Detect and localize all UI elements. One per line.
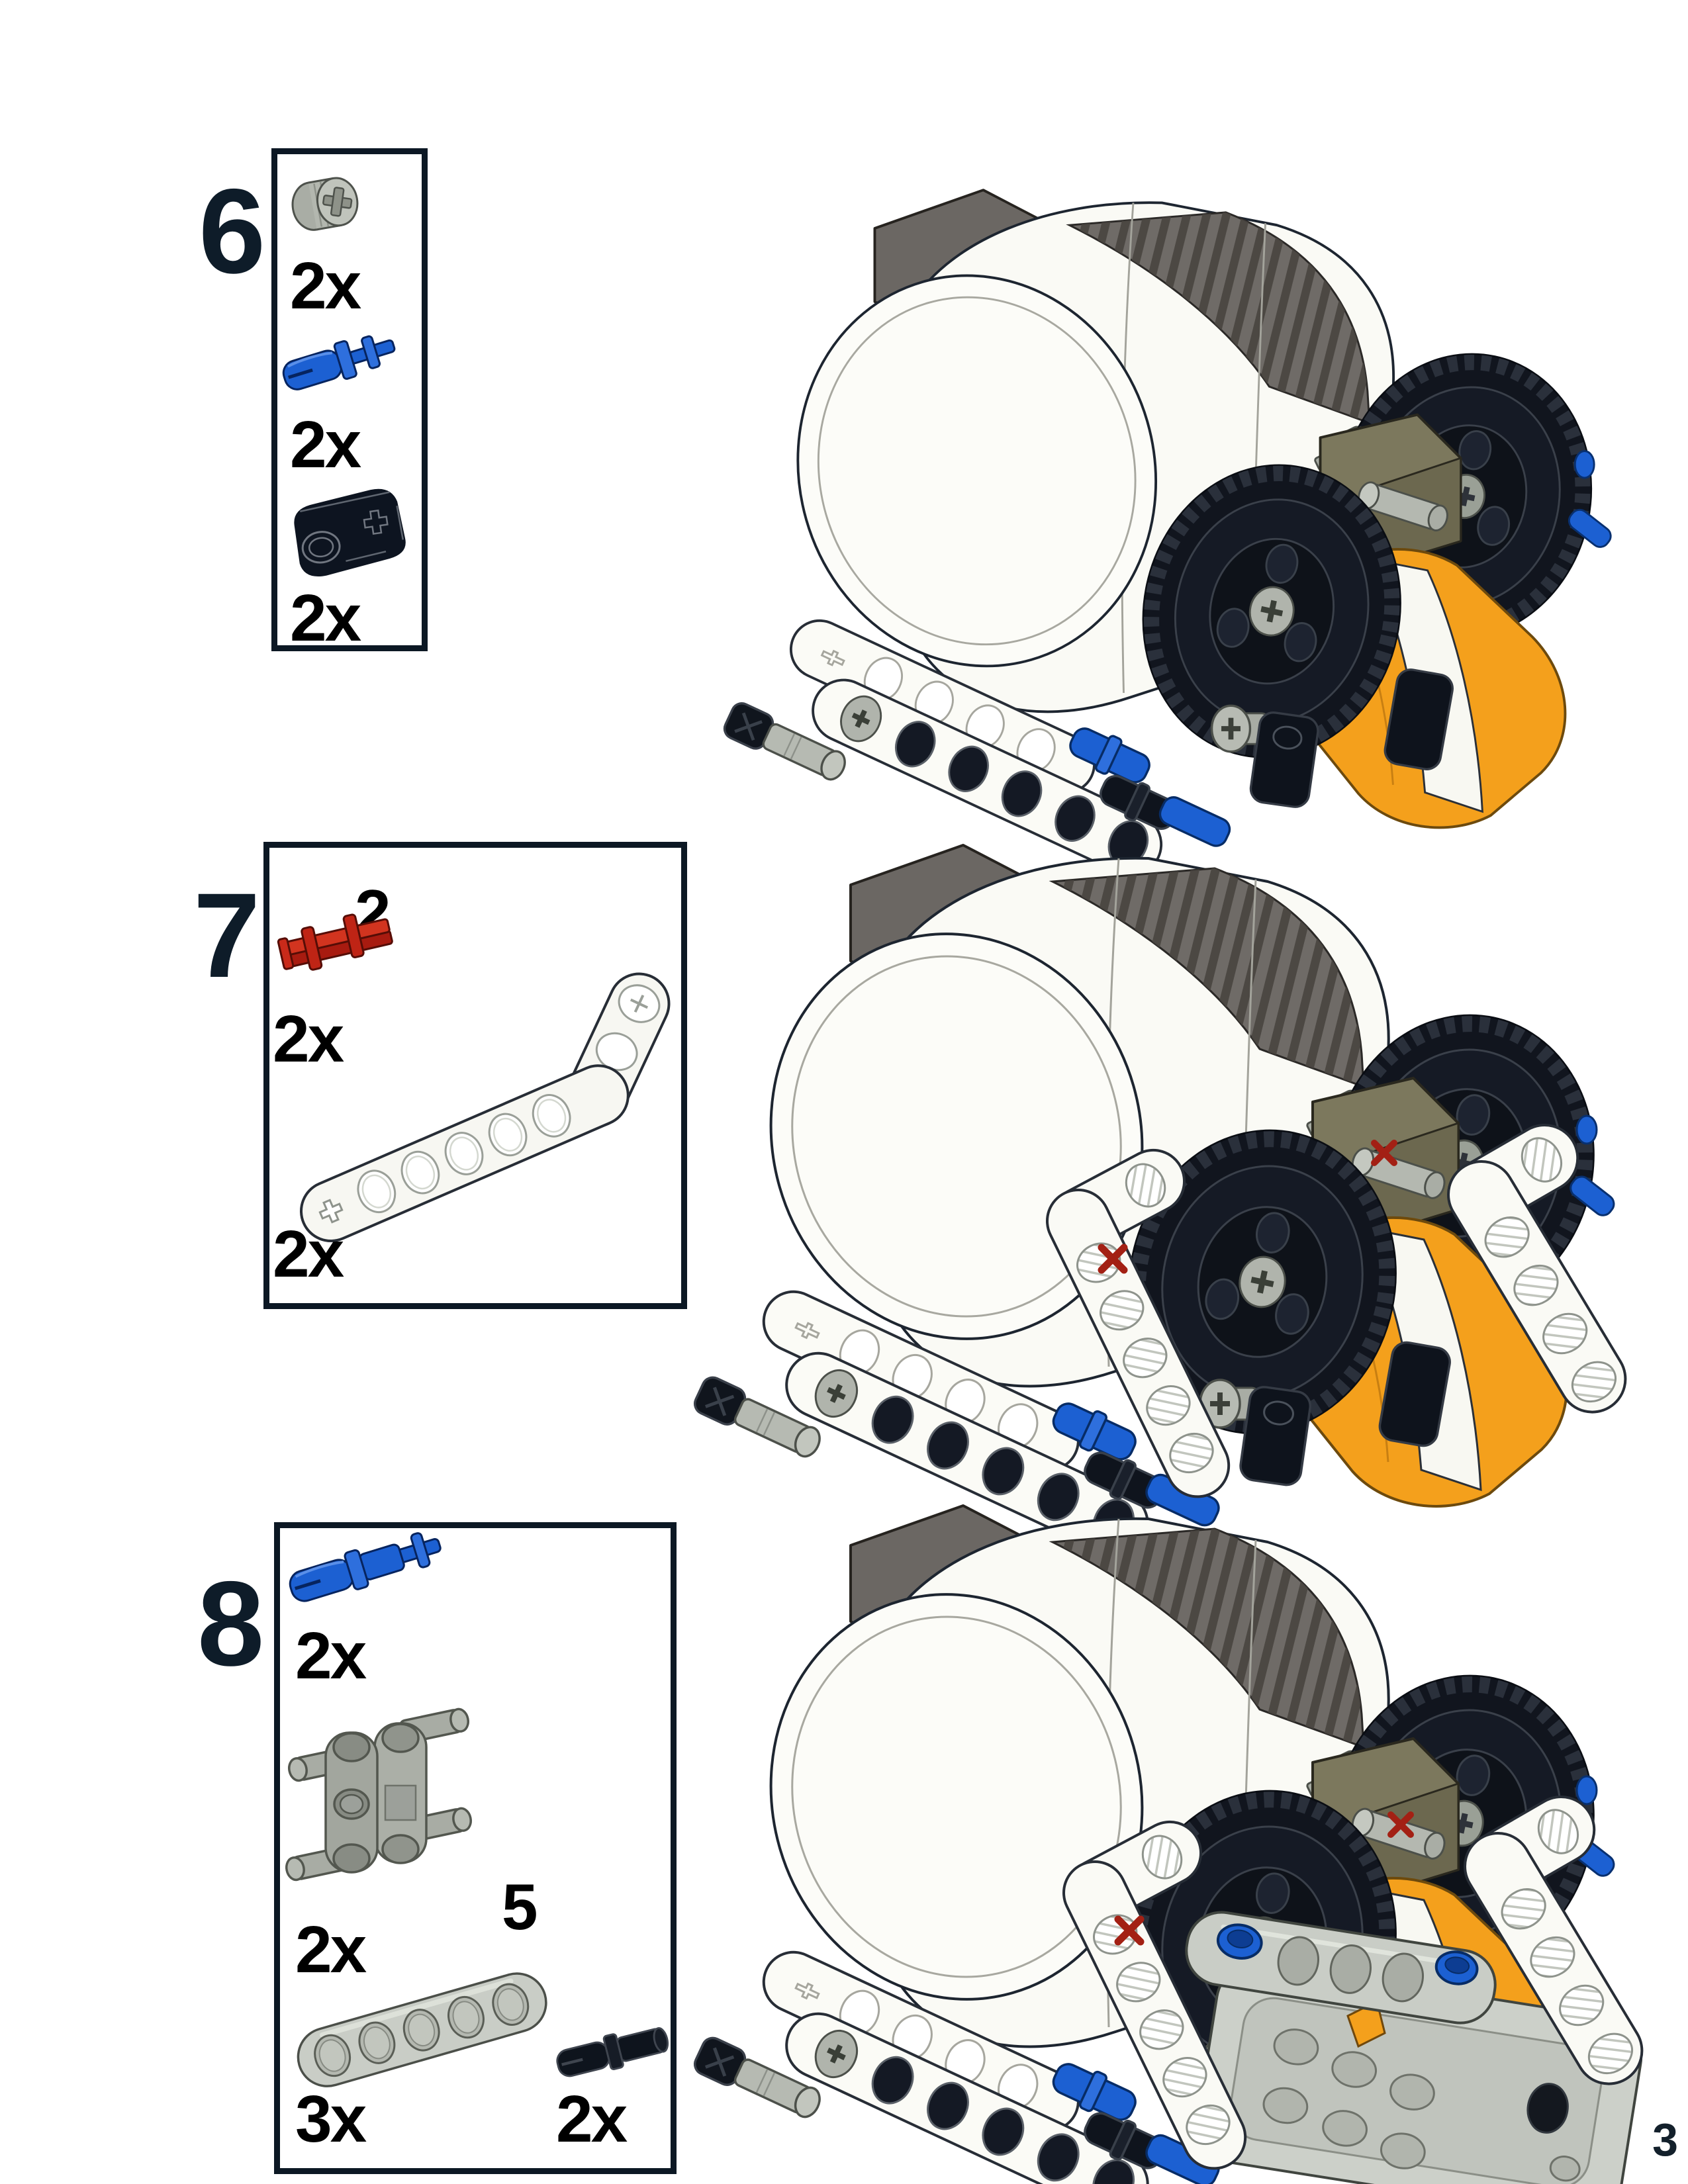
step-7-number: 7: [193, 868, 260, 1003]
black-cross-block-part: [294, 488, 406, 576]
part-count: 3x: [295, 2082, 367, 2156]
half-bushing-part: [291, 177, 359, 231]
gray-beam-5-part: [297, 1972, 547, 2087]
part-count: 2x: [290, 581, 361, 655]
assembly-render-step-7: [675, 850, 1648, 1512]
part-count: 2x: [290, 249, 361, 323]
red-axle-part: [277, 913, 393, 971]
pin-beam: [1185, 1911, 1497, 2025]
step-6-number: 6: [199, 163, 265, 298]
beam-length-label: 5: [502, 1870, 538, 1943]
assembly-render-step-6: [722, 152, 1615, 841]
step-8-number: 8: [197, 1556, 264, 1691]
part-count: 2x: [556, 2082, 628, 2156]
part-count: 2x: [295, 1619, 367, 1693]
page-number: 3: [1652, 2114, 1678, 2165]
part-count: 2x: [273, 1002, 344, 1076]
assembly-render-step-8: [682, 1516, 1675, 2184]
blue-long-pin-part: [289, 1532, 442, 1602]
frame-tray: [1196, 1960, 1643, 2184]
white-angled-beam-part: [300, 972, 671, 1242]
part-count: 2x: [295, 1913, 367, 1987]
gray-cross-block-part: [285, 1707, 472, 1882]
black-pin-part: [556, 2027, 669, 2077]
blue-axle-pin-part: [282, 335, 396, 390]
part-count: 2x: [290, 408, 361, 482]
part-count: 2x: [273, 1217, 344, 1291]
